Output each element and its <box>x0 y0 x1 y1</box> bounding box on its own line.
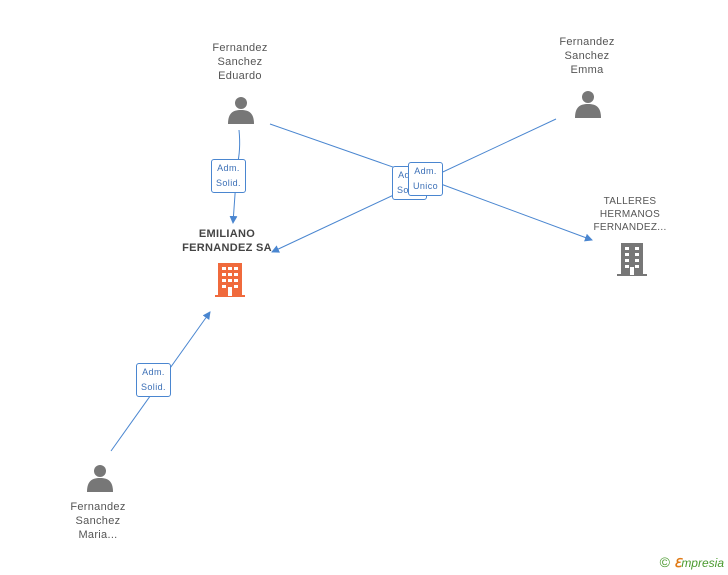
edge-label-eduardo-to-emiliano[interactable]: Adm. Solid. <box>211 159 246 193</box>
company-name-emiliano[interactable]: EMILIANO FERNANDEZ SA <box>182 228 272 254</box>
person-name-eduardo[interactable]: Fernandez Sanchez Eduardo <box>212 42 268 82</box>
person-name-emma[interactable]: Fernandez Sanchez Emma <box>559 36 615 76</box>
empresia-logo[interactable]: ©ℇmpresia <box>659 554 724 570</box>
building-icon[interactable] <box>617 243 647 276</box>
building-icon[interactable] <box>215 263 245 297</box>
person-name-maria[interactable]: Fernandez Sanchez Maria... <box>70 501 126 541</box>
person-icon[interactable] <box>575 91 601 118</box>
company-name-talleres[interactable]: TALLERES HERMANOS FERNANDEZ... <box>593 196 667 233</box>
person-icon[interactable] <box>87 465 113 492</box>
edge-label-eduardo-to-talleres[interactable]: Adm. Unico <box>408 162 444 196</box>
person-icon[interactable] <box>228 97 254 124</box>
copyright-icon: © <box>659 554 670 570</box>
edge-label-maria-to-emiliano[interactable]: Adm. Solid. <box>136 363 171 397</box>
